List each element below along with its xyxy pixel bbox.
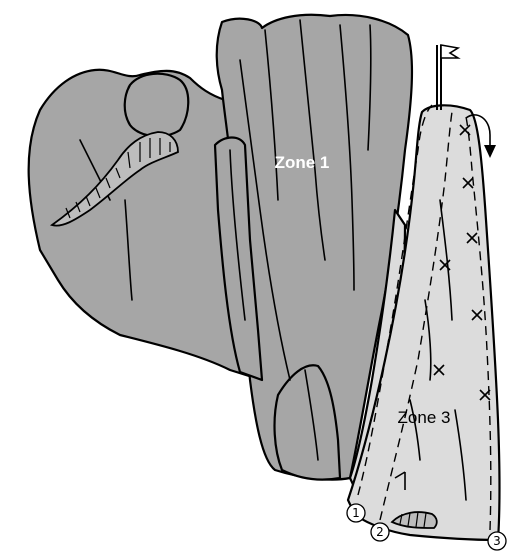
- zone-1-label: Zone 1: [275, 153, 330, 172]
- svg-text:2: 2: [376, 525, 384, 539]
- svg-text:3: 3: [493, 534, 501, 548]
- route-number-2: 2: [371, 523, 389, 541]
- route-number-1: 1: [347, 504, 365, 522]
- rock-face: [29, 15, 500, 540]
- route-number-3: 3: [488, 532, 506, 550]
- summit-flag-icon: [437, 45, 458, 110]
- zone-3-label: Zone 3: [398, 408, 451, 427]
- svg-text:1: 1: [352, 506, 360, 520]
- left-top-block: [125, 74, 189, 137]
